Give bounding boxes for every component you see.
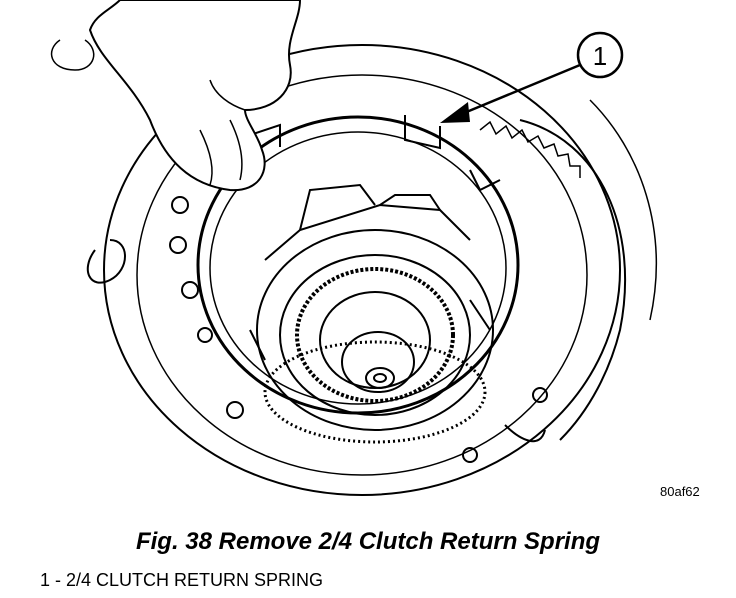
technician-hand [88,0,302,192]
callout-leader [451,63,581,120]
callout-number: 1 [593,41,607,71]
clutch-pack [295,267,455,403]
callout-arrowhead [440,102,470,123]
input-shaft [365,367,395,389]
transmission-housing-outer [103,44,621,496]
clutch-illustration: 1 [50,0,657,496]
callout-bubble [576,31,624,79]
image-code: 80af62 [660,484,700,499]
legend-item: 1 - 2/4 CLUTCH RETURN SPRING [40,570,324,590]
figure-caption: Fig. 38 Remove 2/4 Clutch Return Spring [135,528,601,555]
transmission-housing-inner [136,74,588,476]
